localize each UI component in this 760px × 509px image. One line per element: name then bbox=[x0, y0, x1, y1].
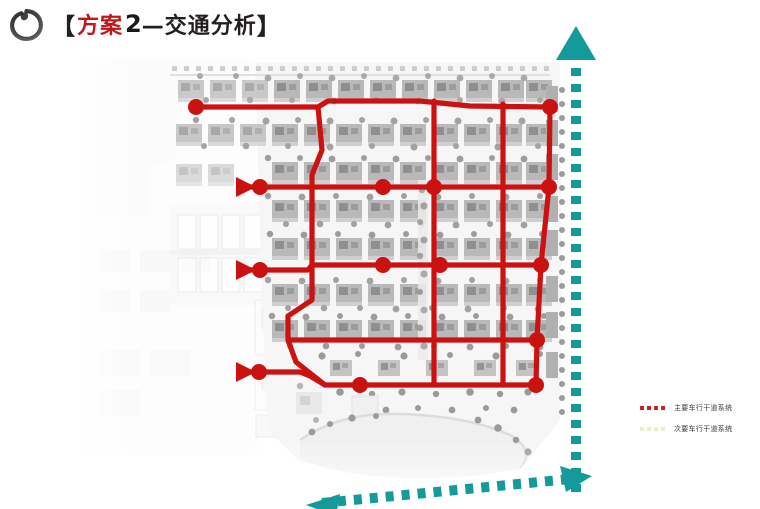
page-title: 【 方案 2 —交通分析 】 bbox=[52, 7, 280, 41]
road-node bbox=[426, 179, 442, 195]
entry-arrow-group bbox=[236, 177, 256, 382]
legend-swatch-secondary bbox=[640, 427, 665, 431]
entry-arrow-icon bbox=[236, 177, 256, 197]
entry-arrow-icon bbox=[236, 362, 256, 382]
road-node bbox=[542, 99, 558, 115]
road-node bbox=[375, 257, 391, 273]
villa-row-3 bbox=[176, 154, 552, 186]
legend-item-secondary: 次要车行干道系统 bbox=[640, 420, 756, 438]
north-boundary-trees bbox=[170, 66, 550, 76]
enso-brush-circle-logo bbox=[6, 6, 46, 44]
southwest-cluster bbox=[296, 382, 322, 423]
legend-swatch-primary bbox=[640, 406, 665, 410]
east-boundary-trees bbox=[559, 87, 565, 415]
road-node-group bbox=[188, 99, 558, 393]
road-collector-west bbox=[285, 104, 328, 388]
road-node bbox=[352, 377, 368, 393]
map-legend: 主要车行干道系统 次要车行干道系统 bbox=[640, 399, 756, 441]
road-node bbox=[252, 179, 268, 195]
primary-road-network bbox=[193, 98, 553, 388]
villa-row-2 bbox=[176, 116, 552, 151]
villa-row-5 bbox=[266, 230, 552, 260]
legend-label-secondary: 次要车行干道系统 bbox=[674, 425, 733, 433]
road-node bbox=[528, 377, 544, 393]
road-node bbox=[529, 332, 545, 348]
road-node bbox=[432, 257, 448, 273]
title-topic: —交通分析 bbox=[141, 14, 257, 39]
road-node bbox=[541, 179, 557, 195]
road-north-arterial bbox=[193, 98, 553, 110]
entry-arrow-icon bbox=[236, 260, 256, 280]
teal-arrow-bidirectional bbox=[306, 466, 592, 509]
villa-row-8-south bbox=[318, 351, 543, 419]
road-node bbox=[533, 257, 549, 273]
road-node bbox=[252, 262, 268, 278]
title-scheme-number: 2 bbox=[125, 10, 142, 38]
teal-arrow-north bbox=[556, 26, 596, 492]
legend-item-primary: 主要车行干道系统 bbox=[640, 399, 756, 417]
title-bracket-close: 】 bbox=[256, 14, 280, 40]
page-header: 【 方案 2 —交通分析 】 bbox=[0, 0, 760, 48]
road-node bbox=[188, 99, 204, 115]
legend-label-primary: 主要车行干道系统 bbox=[674, 404, 733, 412]
road-node bbox=[251, 364, 267, 380]
title-scheme-word: 方案 bbox=[77, 14, 124, 39]
title-bracket-open: 【 bbox=[52, 14, 75, 40]
road-node bbox=[375, 179, 391, 195]
